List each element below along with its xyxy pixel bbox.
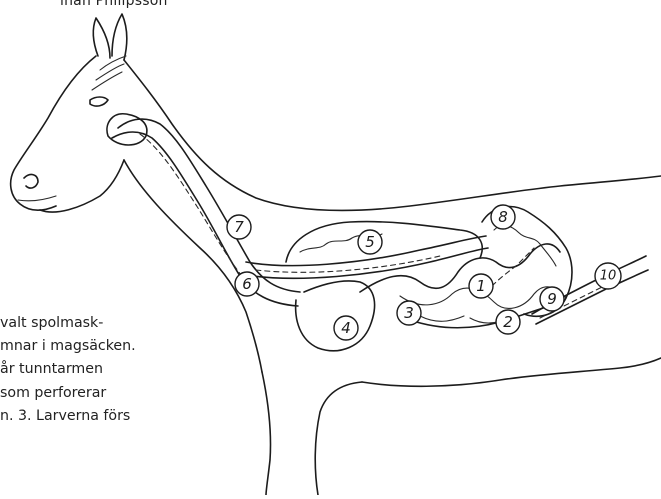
author-credit: ihan Philipsson (60, 0, 168, 9)
chest-line (262, 372, 271, 495)
ear-right (112, 14, 127, 60)
esophagus-upper (118, 119, 300, 292)
marker-5-label: 5 (365, 233, 375, 251)
larva-path-neck (140, 134, 248, 284)
caption-text: valt spolmask- mnar i magsäcken. år tunn… (0, 312, 175, 428)
marker-7[interactable]: 7 (227, 215, 251, 239)
caption-line-5: n. 3. Larverna förs (0, 405, 175, 428)
eye (90, 97, 108, 106)
marker-6[interactable]: 6 (235, 272, 259, 296)
jaw-line (40, 160, 124, 212)
marker-4[interactable]: 4 (334, 316, 358, 340)
stomach (296, 281, 375, 351)
belly-line (362, 358, 661, 386)
face-profile (11, 56, 96, 210)
marker-10[interactable]: 10 (595, 263, 621, 289)
marker-1-label: 1 (476, 277, 486, 295)
caption-line-3: år tunntarmen (0, 358, 175, 381)
foreleg-back (315, 382, 362, 495)
marker-3[interactable]: 3 (397, 301, 421, 325)
nostril (24, 175, 38, 189)
caption-line-1: valt spolmask- (0, 312, 175, 335)
marker-6-label: 6 (242, 275, 252, 293)
marker-9[interactable]: 9 (540, 287, 564, 311)
caption-line-4: som perforerar (0, 382, 175, 405)
marker-5[interactable]: 5 (358, 230, 382, 254)
mane-strokes (92, 56, 126, 90)
marker-10-label: 10 (600, 269, 617, 284)
marker-2-label: 2 (503, 313, 513, 331)
marker-4-label: 4 (341, 319, 351, 337)
marker-8-label: 8 (498, 208, 508, 226)
marker-1[interactable]: 1 (469, 274, 493, 298)
ear-left (93, 18, 110, 58)
marker-8[interactable]: 8 (491, 205, 515, 229)
marker-7-label: 7 (234, 218, 244, 236)
small-intestine (360, 244, 560, 292)
marker-2[interactable]: 2 (496, 310, 520, 334)
larva-path-trachea (256, 256, 440, 272)
mouth-line (18, 196, 56, 201)
marker-9-label: 9 (547, 290, 557, 308)
caption-line-2: mnar i magsäcken. (0, 335, 175, 358)
marker-3-label: 3 (404, 304, 414, 322)
neck-crest (124, 60, 661, 210)
